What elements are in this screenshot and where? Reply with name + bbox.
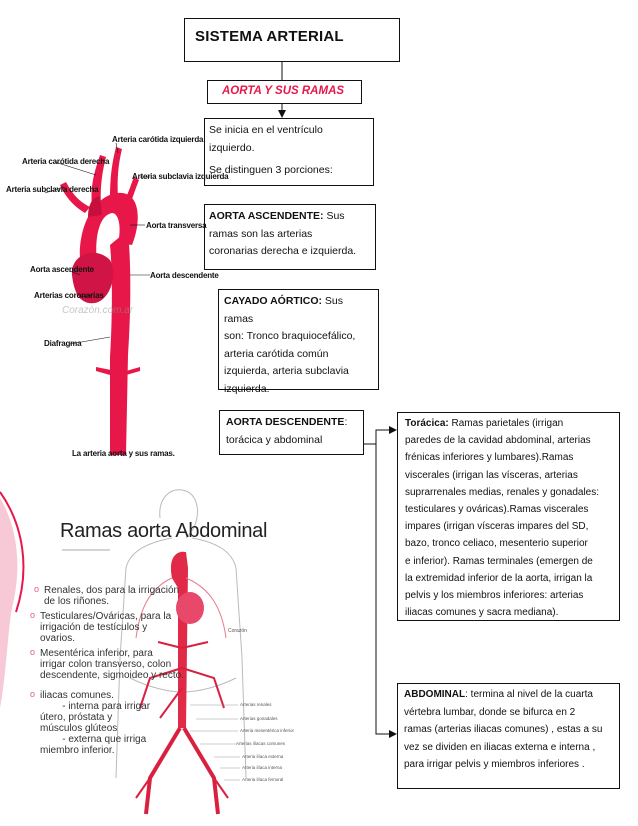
- toracica-line: impares (irrigan vísceras impares del SD…: [405, 521, 589, 533]
- label-aorta-transversa: Aorta transversa: [146, 221, 207, 230]
- side-label: Arteria ilíaca externa: [242, 754, 284, 759]
- toracica-line: suprarrenales medias, renales y gonadale…: [405, 486, 599, 498]
- descendente-text: torácica y abdominal: [226, 433, 323, 446]
- bullet-text: músculos glúteos: [40, 723, 118, 734]
- bullet-gonadales: o Testiculares/Ováricas, para la irrigac…: [30, 610, 172, 644]
- title-box: SISTEMA ARTERIAL: [184, 18, 400, 62]
- toracica-line: viscerales (irrigan las vísceras, arteri…: [405, 469, 578, 481]
- toracica-line: e inferior). Ramas terminales (emergen d…: [405, 555, 593, 567]
- bullet-text: Mesentérica inferior, para: [40, 648, 153, 659]
- toracica-label: Torácica:: [405, 418, 449, 429]
- subtitle: AORTA Y SUS RAMAS: [222, 85, 345, 97]
- toracica-line: frénicas inferiores y lumbares).Ramas: [405, 452, 574, 464]
- bullet-text: - interna para irrigar: [40, 701, 151, 712]
- side-label: Arterias gonadales: [240, 716, 278, 721]
- abdominal-line: vez se dividen en iliacas externa e inte…: [404, 741, 596, 753]
- label-carotida-derecha: Arteria carótida derecha: [22, 157, 110, 166]
- abdominal-line: para irrigar pelvis y miembros inferiore…: [404, 759, 585, 770]
- intro-line1: Se inicia en el ventrículo: [209, 124, 323, 136]
- bullet-mesenterica: o Mesentérica inferior, para irrigar col…: [30, 647, 184, 681]
- label-corazon: Corazón: [228, 628, 247, 634]
- cayado-text-c: arteria carótida común: [224, 347, 329, 360]
- toracica-line: Ramas parietales (irrigan: [448, 418, 564, 429]
- aorta-illustration: [44, 142, 150, 455]
- bullet-dot-icon: o: [30, 689, 36, 699]
- abdominal-arrow: [375, 444, 397, 738]
- label-subclavia-izquierda: Arteria subclavia izquierda: [132, 172, 229, 181]
- side-label: Arterias ilíacas comunes: [236, 741, 286, 746]
- bullet-text: - externa que irriga: [40, 734, 147, 745]
- intro-line3: Se distinguen 3 porciones:: [209, 164, 333, 176]
- side-label: Arteria ilíaca femoral: [242, 777, 284, 782]
- cayado-box: CAYADO AÓRTICO: Sus ramas son: Tronco br…: [218, 289, 379, 395]
- toracica-arrow: [364, 426, 397, 445]
- toracica-box: Torácica: Ramas parietales (irrigan pare…: [397, 412, 620, 621]
- cayado-text-d: izquierda, arteria subclavia: [224, 365, 349, 377]
- bullet-text: Renales, dos para la irrigación: [44, 585, 180, 596]
- abdominal-box: ABDOMINAL: termina al nivel de la cuarta…: [397, 683, 620, 789]
- toracica-line: iliacas comunes y sacra mediana).: [405, 607, 559, 619]
- bullet-text: miembro inferior.: [40, 745, 115, 756]
- bullet-dot-icon: o: [30, 610, 36, 620]
- label-aorta-ascendente: Aorta ascendente: [30, 265, 94, 274]
- bullet-text: Testiculares/Ováricas, para la: [40, 611, 172, 622]
- ascendente-text-a: Sus: [323, 210, 345, 222]
- aorta-figure: Arteria carótida derecha Arteria carótid…: [0, 125, 229, 465]
- label-arterias-coronarias: Arterias coronarias: [34, 291, 104, 300]
- subtitle-box: AORTA Y SUS RAMAS: [207, 80, 362, 104]
- descendente-colon: :: [344, 416, 348, 428]
- label-carotida-izquierda: Arteria carótida izquierda: [112, 135, 204, 144]
- descendente-box: AORTA DESCENDENTE: torácica y abdominal: [219, 410, 364, 455]
- cayado-text-b: son: Tronco braquiocefálico,: [224, 330, 356, 342]
- cayado-text-e: izquierda.: [224, 382, 270, 395]
- abdominal-illustration: [0, 489, 247, 815]
- label-subclavia-derecha: Arteria subclavia derecha: [6, 185, 99, 194]
- toracica-line: la extremidad inferior de la aorta, irri…: [405, 572, 593, 584]
- bullet-text: irrigar colon transverso, colon: [40, 659, 172, 670]
- toracica-line: paredes de la cavidad abdominal, arteria…: [405, 435, 591, 447]
- ascendente-text-c: coronarias derecha e izquierda.: [209, 245, 357, 257]
- bullet-dot-icon: o: [34, 584, 40, 594]
- bullet-text: útero, próstata y: [40, 712, 113, 723]
- ascendente-box: AORTA ASCENDENTE: Sus ramas son las arte…: [204, 204, 376, 270]
- abdominal-line: ramas (arterias iliacas comunes) , estas…: [404, 724, 603, 735]
- descendente-label: AORTA DESCENDENTE: [226, 416, 345, 428]
- toracica-line: bazo, tronco celiaco, mesenterio superio…: [405, 538, 588, 550]
- cayado-label: CAYADO AÓRTICO:: [224, 295, 323, 307]
- toracica-line: testiculares y ováricas).Ramas viscerale…: [405, 504, 589, 516]
- abdominal-line: vértebra lumbar, donde se bifurca en 2: [404, 706, 576, 718]
- bullet-text: iliacas comunes.: [40, 690, 114, 701]
- bullet-text: irrigación de testículos y: [40, 622, 148, 633]
- ascendente-text-b: ramas son las arterias: [209, 227, 313, 240]
- watermark: Corazón.com.ar: [62, 305, 134, 316]
- side-label: Arteria ilíaca interna: [242, 765, 283, 770]
- bullet-text: ovarios.: [40, 633, 76, 644]
- abdominal-figure-title: Ramas aorta Abdominal: [60, 520, 268, 542]
- ascendente-label: AORTA ASCENDENTE:: [209, 210, 324, 222]
- abdominal-line: : termina al nivel de la cuarta: [465, 689, 593, 700]
- intro-line2: izquierdo.: [209, 141, 255, 154]
- label-diafragma: Diafragma: [44, 339, 82, 348]
- bullet-dot-icon: o: [30, 647, 36, 657]
- toracica-line: pelvis y los miembros inferiores: arteri…: [405, 590, 584, 602]
- bullet-text: de los riñones.: [44, 596, 110, 607]
- cayado-text-a: Sus ramas: [224, 295, 344, 325]
- figure-caption: La arteria aorta y sus ramas.: [72, 449, 175, 458]
- abdominal-figure: Ramas aorta Abdominal o Renales, dos par…: [0, 478, 300, 818]
- label-aorta-descendente: Aorta descendente: [150, 271, 219, 280]
- bullet-renales: o Renales, dos para la irrigación de los…: [34, 584, 180, 607]
- bullet-iliacas: o iliacas comunes. - interna para irriga…: [30, 689, 151, 756]
- bullet-text: descendente, sigmoideo y recto.: [40, 670, 184, 681]
- title: SISTEMA ARTERIAL: [195, 28, 344, 45]
- side-label: Arterias renales: [240, 702, 272, 707]
- intro-box: Se inicia en el ventrículo izquierdo. Se…: [204, 118, 374, 186]
- abdominal-label: ABDOMINAL: [404, 689, 466, 700]
- side-label: Arteria mesentérica inferior: [240, 728, 295, 733]
